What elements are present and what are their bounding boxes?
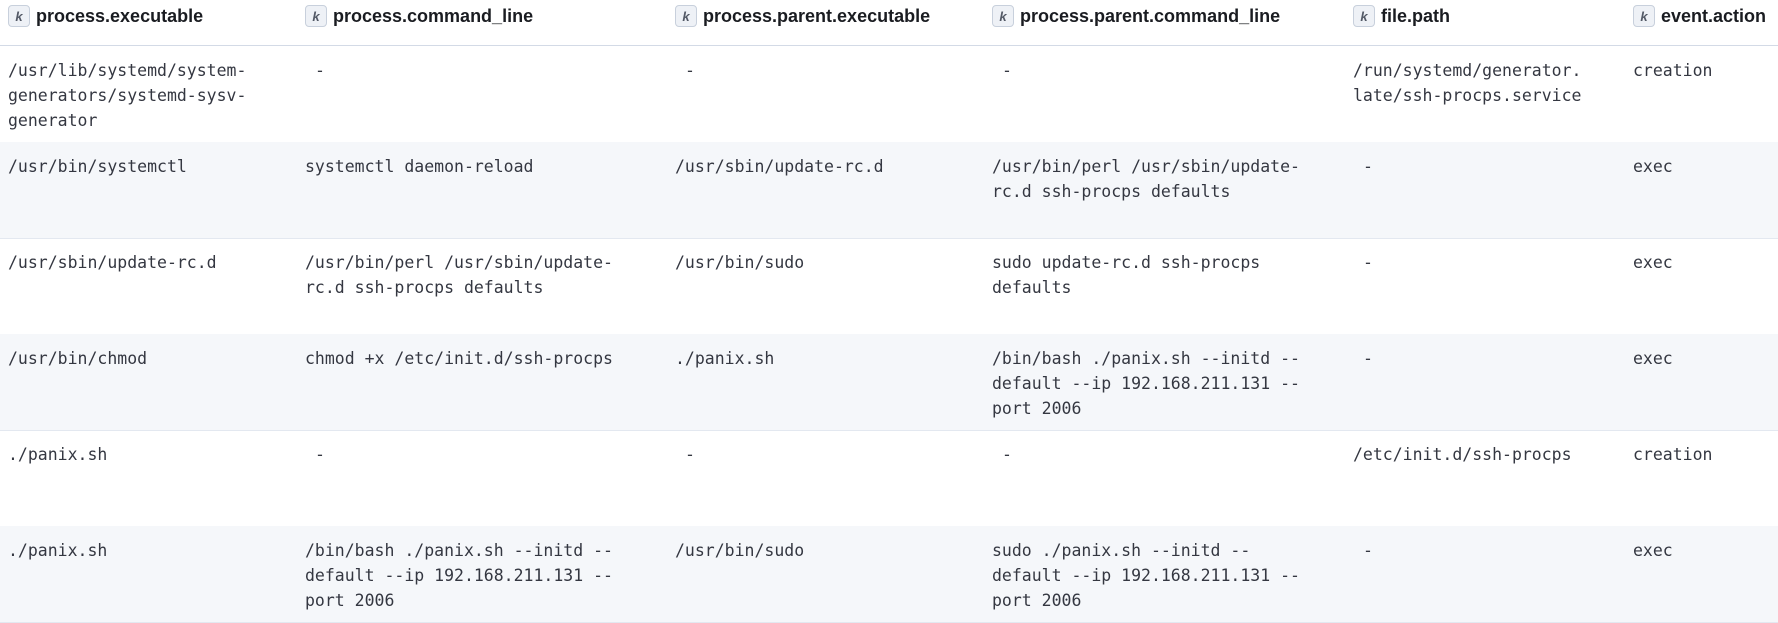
cell-process-executable: ./panix.sh [8,445,108,464]
keyword-type-icon: k [1353,5,1375,27]
keyword-type-icon: k [675,5,697,27]
column-header-process-command-line[interactable]: k process.command_line [305,4,533,28]
cell-process-parent-executable: - [675,61,695,80]
cell-process-parent-command-line: /bin/bash ./panix.sh --initd -- default … [992,349,1300,418]
cell-process-parent-command-line: - [992,445,1012,464]
table-row[interactable]: ./panix.sh - - - /etc/init.d/ssh-procps cr… [0,430,1778,527]
column-header-process-parent-executable[interactable]: k process.parent.executable [675,4,930,28]
column-header-label: file.path [1381,5,1451,26]
column-header-event-action[interactable]: k event.action [1633,4,1766,28]
cell-process-command-line: - [305,445,325,464]
cell-process-parent-command-line: /usr/bin/perl /usr/sbin/update- rc.d ssh… [992,157,1300,201]
column-header-label: process.command_line [333,5,534,26]
cell-process-executable: ./panix.sh [8,541,108,560]
cell-event-action: exec [1633,541,1673,560]
cell-file-path: - [1353,157,1373,176]
column-header-label: event.action [1661,5,1767,26]
cell-process-command-line: chmod +x /etc/init.d/ssh-procps [305,349,613,368]
cell-process-parent-command-line: - [992,61,1012,80]
cell-process-parent-executable: /usr/sbin/update-rc.d [675,157,884,176]
table-row[interactable]: ./panix.sh/bin/bash ./panix.sh --initd -… [0,526,1778,623]
cell-process-parent-command-line: sudo ./panix.sh --initd -- default --ip … [992,541,1300,610]
cell-process-command-line: /bin/bash ./panix.sh --initd -- default … [305,541,613,610]
cell-process-executable: /usr/lib/systemd/system- generators/syst… [8,61,247,130]
cell-process-parent-executable: ./panix.sh [675,349,775,368]
cell-process-parent-command-line: sudo update-rc.d ssh-procps defaults [992,253,1261,297]
cell-event-action: exec [1633,349,1673,368]
cell-process-executable: /usr/bin/systemctl [8,157,187,176]
table-row[interactable]: /usr/lib/systemd/system- generators/syst… [0,46,1778,143]
cell-event-action: exec [1633,253,1673,272]
cell-process-parent-executable: - [675,445,695,464]
cell-process-command-line: systemctl daemon-reload [305,157,534,176]
table-row[interactable]: /usr/bin/chmod chmod +x /etc/init.d/ssh-p… [0,334,1778,431]
column-header-label: process.parent.executable [703,5,931,26]
column-header-process-executable[interactable]: k process.executable [8,4,203,28]
column-header-file-path[interactable]: k file.path [1353,4,1450,28]
cell-file-path: /run/systemd/generator. late/ssh-procps.… [1353,61,1582,105]
cell-file-path: - [1353,253,1373,272]
cell-file-path: - [1353,349,1373,368]
cell-process-executable: /usr/bin/chmod [8,349,148,368]
keyword-type-icon: k [8,5,30,27]
column-header-label: process.executable [36,5,204,26]
column-header-process-parent-command-line[interactable]: k process.parent.command_line [992,4,1280,28]
cell-process-executable: /usr/sbin/update-rc.d [8,253,217,272]
cell-process-parent-executable: /usr/bin/sudo [675,253,805,272]
keyword-type-icon: k [305,5,327,27]
cell-event-action: creation [1633,445,1713,464]
cell-file-path: /etc/init.d/ssh-procps [1353,445,1572,464]
cell-event-action: creation [1633,61,1713,80]
keyword-type-icon: k [1633,5,1655,27]
keyword-type-icon: k [992,5,1014,27]
table-header: k process.executable k process.command_line… [0,0,1778,46]
table-row[interactable]: /usr/bin/systemctl systemctl daemon-reloa… [0,142,1778,239]
cell-event-action: exec [1633,157,1673,176]
cell-process-command-line: /usr/bin/perl /usr/sbin/update- rc.d ssh… [305,253,613,297]
cell-file-path: - [1353,541,1373,560]
cell-process-command-line: - [305,61,325,80]
cell-process-parent-executable: /usr/bin/sudo [675,541,805,560]
table-row[interactable]: /usr/sbin/update-rc.d/usr/bin/perl /usr/… [0,238,1778,335]
column-header-label: process.parent.command_line [1020,5,1281,26]
